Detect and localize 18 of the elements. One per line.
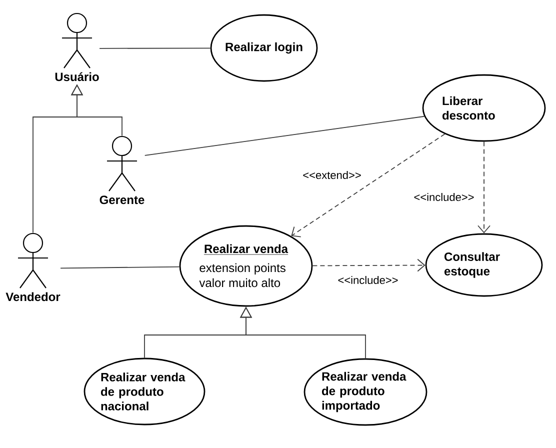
actor-figure: Usuário: [55, 12, 99, 82]
actor-figure: Gerente: [100, 136, 144, 204]
connector: [478, 141, 490, 234]
node-label: Gerente: [100, 196, 144, 204]
use-case-name: Realizar venda: [204, 244, 288, 255]
compartment-heading: extension points: [200, 263, 286, 274]
node-label: Vendedor: [6, 292, 60, 302]
edge-label: <<extend>>: [302, 170, 362, 180]
connector: [99, 48, 211, 49]
connector: [144, 116, 425, 156]
node-label: Usuário: [55, 72, 99, 82]
extension-point: valor muito alto: [199, 278, 280, 288]
connector: [60, 266, 180, 269]
actor-figure: Vendedor: [6, 232, 60, 302]
edge-label: <<include>>: [412, 192, 476, 202]
connector: [312, 258, 426, 272]
edge-label: <<include>>: [336, 274, 400, 286]
connector: [291, 134, 446, 238]
